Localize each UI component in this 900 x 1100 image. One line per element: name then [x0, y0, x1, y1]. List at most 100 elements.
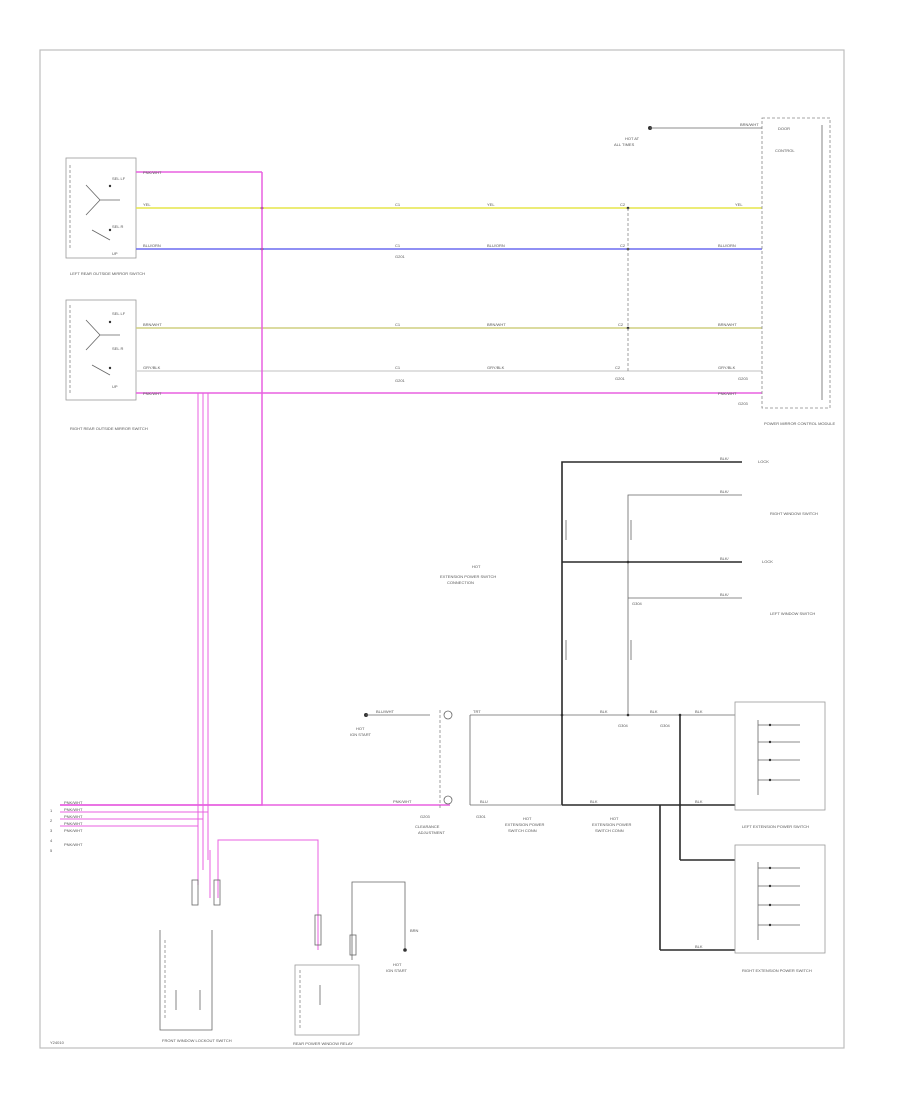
relay-bus: HOT IGN START BLU/WHT TRT BLK BLK BLK G3…: [350, 709, 735, 951]
svg-text:G304: G304: [632, 601, 643, 606]
svg-text:BLU/ORN: BLU/ORN: [718, 243, 736, 248]
svg-text:SWITCH CONN: SWITCH CONN: [508, 828, 537, 833]
svg-text:BRN/WHT: BRN/WHT: [740, 122, 759, 127]
left-window-switch-label: LEFT WINDOW SWITCH: [770, 611, 815, 616]
right-mirror-switch-label: RIGHT REAR OUTSIDE MIRROR SWITCH: [70, 426, 148, 431]
svg-text:C1: C1: [395, 365, 401, 370]
svg-text:C2: C2: [620, 202, 626, 207]
svg-text:HOT: HOT: [356, 726, 365, 731]
svg-text:HOT AT: HOT AT: [625, 136, 640, 141]
svg-text:BLU/WHT: BLU/WHT: [376, 709, 395, 714]
right-extension-switch: RIGHT EXTENSION POWER SWITCH: [734, 844, 826, 973]
svg-text:EXTENSION POWER SWITCH: EXTENSION POWER SWITCH: [440, 574, 496, 579]
svg-text:SEL LF: SEL LF: [112, 176, 126, 181]
svg-text:G203: G203: [420, 814, 431, 819]
svg-text:SEL R: SEL R: [112, 224, 124, 229]
svg-text:SEL LF: SEL LF: [112, 311, 126, 316]
svg-text:BLK/: BLK/: [720, 456, 730, 461]
left-connector-labels: PNK/WHT PNK/WHT PNK/WHT PNK/WHT PNK/WHT …: [50, 800, 83, 853]
footer-code: Y24010: [50, 1040, 65, 1045]
svg-text:G304: G304: [660, 723, 671, 728]
svg-text:TRT: TRT: [473, 709, 481, 714]
svg-text:PNK/WHT: PNK/WHT: [64, 821, 83, 826]
svg-text:G201: G201: [615, 376, 626, 381]
svg-text:BLK/: BLK/: [720, 489, 730, 494]
svg-text:HOT: HOT: [393, 962, 402, 967]
svg-text:PNK/WHT: PNK/WHT: [64, 800, 83, 805]
svg-text:PNK/WHT: PNK/WHT: [64, 807, 83, 812]
svg-text:ADJUSTMENT: ADJUSTMENT: [418, 830, 445, 835]
svg-text:C1: C1: [395, 202, 401, 207]
svg-text:CLEARANCE: CLEARANCE: [415, 824, 440, 829]
svg-text:EXTENSION POWER: EXTENSION POWER: [592, 822, 631, 827]
svg-text:G201: G201: [395, 378, 406, 383]
svg-text:G201: G201: [395, 254, 406, 259]
rear-power-window-relay: BRN HOT IGN START REAR POWER WINDOW RELA…: [293, 881, 419, 1046]
svg-text:C2: C2: [615, 365, 621, 370]
svg-text:C2: C2: [618, 322, 624, 327]
diagram-frame: [39, 49, 845, 1049]
svg-text:GRY/BLK: GRY/BLK: [487, 365, 505, 370]
svg-text:PNK/WHT: PNK/WHT: [64, 842, 83, 847]
mirror-control-module: DOOR CONTROL POWER MIRROR CONTROL MODULE: [761, 117, 836, 426]
svg-text:5: 5: [50, 848, 53, 853]
svg-text:BLU/ORN: BLU/ORN: [143, 243, 161, 248]
window-switch-feeds: BLK/ BLK/ BLK/ BLK/ LOCK LOCK G304 HOT E…: [440, 456, 818, 805]
left-mirror-switch-label: LEFT REAR OUTSIDE MIRROR SWITCH: [70, 271, 145, 276]
svg-text:BRN/WHT: BRN/WHT: [718, 322, 737, 327]
svg-text:C1: C1: [395, 322, 401, 327]
svg-text:G301: G301: [476, 814, 487, 819]
svg-text:LOCK: LOCK: [762, 559, 773, 564]
svg-text:PNK/WHT: PNK/WHT: [64, 828, 83, 833]
svg-text:ALL TIMES: ALL TIMES: [614, 142, 635, 147]
top-junctions: [260, 206, 630, 330]
svg-text:GRY/BLK: GRY/BLK: [143, 365, 161, 370]
svg-text:BLK: BLK: [695, 799, 703, 804]
svg-text:G203: G203: [738, 376, 749, 381]
svg-text:LOCK: LOCK: [758, 459, 769, 464]
svg-text:DOOR: DOOR: [778, 126, 790, 131]
svg-text:BLK/: BLK/: [720, 556, 730, 561]
svg-text:GRY/BLK: GRY/BLK: [718, 365, 736, 370]
svg-text:4: 4: [50, 838, 53, 843]
svg-text:PNK/WHT: PNK/WHT: [143, 391, 162, 396]
svg-text:PNK/WHT: PNK/WHT: [393, 799, 412, 804]
left-extension-switch: LEFT EXTENSION POWER SWITCH: [734, 701, 826, 829]
front-window-lockout-switch: FRONT WINDOW LOCKOUT SWITCH: [159, 879, 232, 1043]
svg-text:PNK/WHT: PNK/WHT: [718, 391, 737, 396]
svg-text:C1: C1: [395, 243, 401, 248]
svg-text:HOT: HOT: [523, 816, 532, 821]
svg-text:BLK: BLK: [695, 709, 703, 714]
rear-power-window-relay-label: REAR POWER WINDOW RELAY: [293, 1041, 353, 1046]
svg-text:BLU/ORN: BLU/ORN: [487, 243, 505, 248]
svg-text:IGN START: IGN START: [350, 732, 372, 737]
right-mirror-switch: SEL LF SEL R UP RIGHT REAR OUTSIDE MIRRO…: [65, 299, 148, 431]
svg-text:EXTENSION POWER: EXTENSION POWER: [505, 822, 544, 827]
svg-text:SEL R: SEL R: [112, 346, 124, 351]
svg-text:BRN/WHT: BRN/WHT: [487, 322, 506, 327]
svg-text:YEL: YEL: [487, 202, 495, 207]
top-power-feed: HOT AT ALL TIMES BRN/WHT: [614, 122, 762, 147]
svg-text:PNK/WHT: PNK/WHT: [143, 170, 162, 175]
left-extension-switch-label: LEFT EXTENSION POWER SWITCH: [742, 824, 809, 829]
svg-text:BLK: BLK: [650, 709, 658, 714]
svg-text:BLU: BLU: [480, 799, 488, 804]
svg-text:BLK/: BLK/: [720, 592, 730, 597]
svg-text:G203: G203: [738, 401, 749, 406]
svg-text:IGN START: IGN START: [386, 968, 408, 973]
mirror-control-module-label: POWER MIRROR CONTROL MODULE: [764, 421, 836, 426]
svg-text:HOT: HOT: [610, 816, 619, 821]
svg-text:YEL: YEL: [735, 202, 743, 207]
front-window-lockout-label: FRONT WINDOW LOCKOUT SWITCH: [162, 1038, 232, 1043]
wire-labels: YEL C1 YEL C2 YEL BLU/ORN C1 G201 BLU/OR…: [143, 170, 749, 406]
svg-text:BRN/WHT: BRN/WHT: [143, 322, 162, 327]
right-window-switch-label: RIGHT WINDOW SWITCH: [770, 511, 818, 516]
svg-text:HOT: HOT: [472, 564, 481, 569]
svg-text:BLK: BLK: [600, 709, 608, 714]
svg-text:1: 1: [50, 808, 53, 813]
svg-text:2: 2: [50, 818, 53, 823]
svg-text:SWITCH CONN: SWITCH CONN: [595, 828, 624, 833]
right-extension-switch-label: RIGHT EXTENSION POWER SWITCH: [742, 968, 812, 973]
pink-harness-main: [60, 172, 450, 950]
